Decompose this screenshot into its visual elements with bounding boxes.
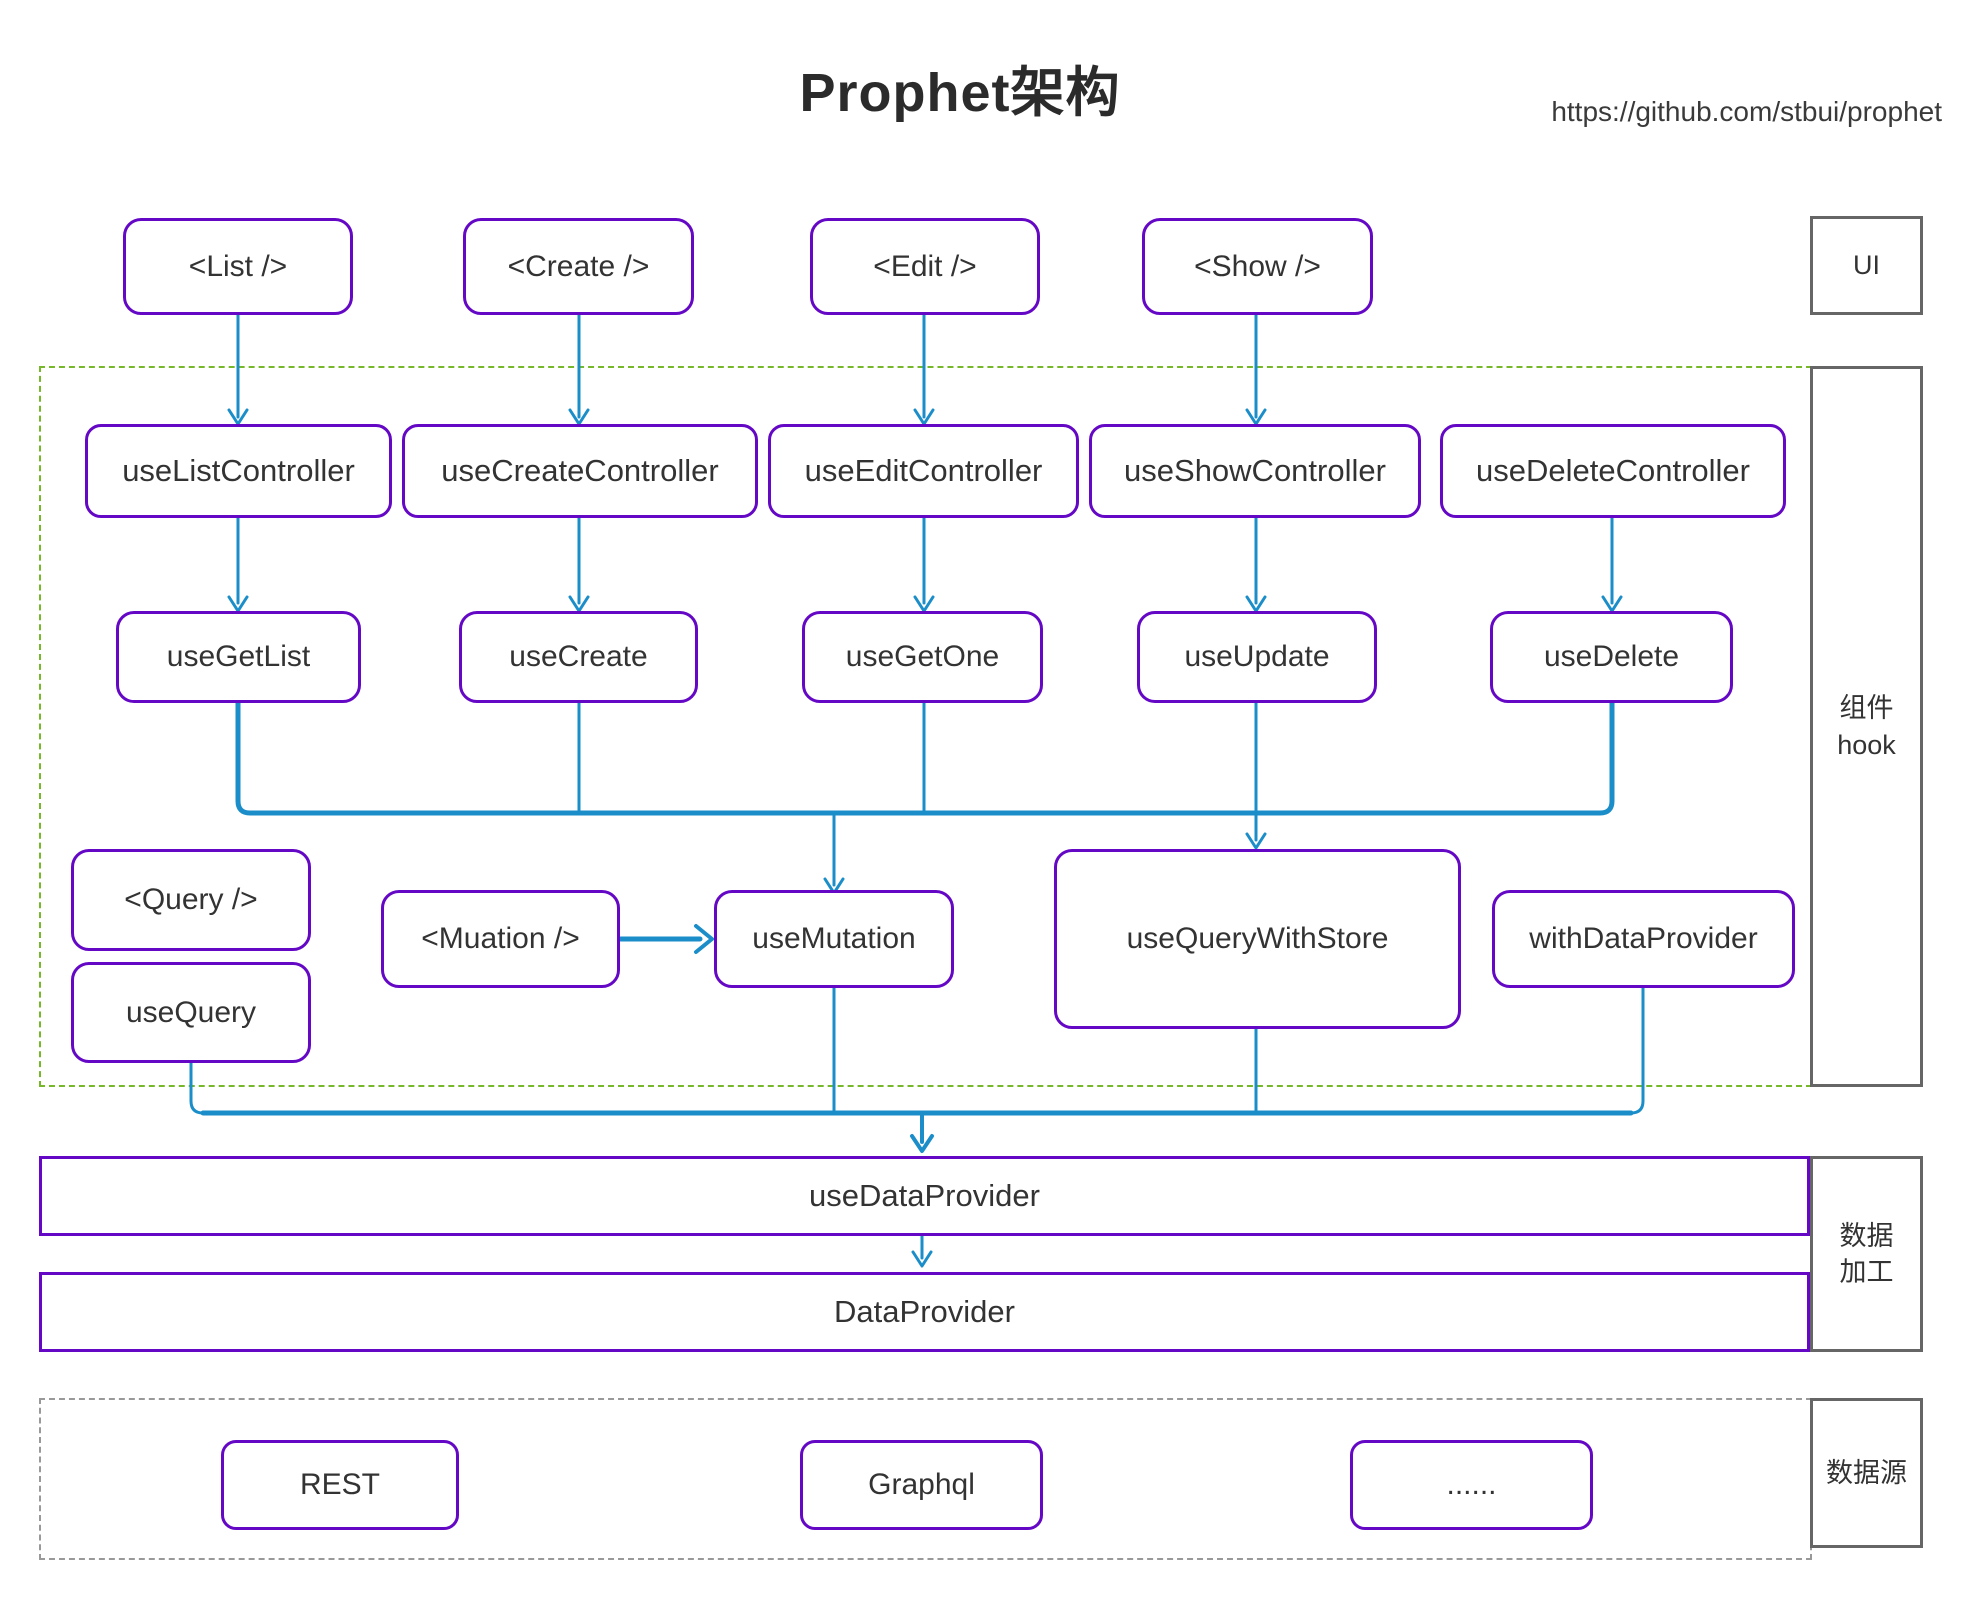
- node-create-component: <Create />: [463, 218, 694, 315]
- layer-label-data-processing-line1: 数据: [1839, 1220, 1894, 1251]
- layer-label-datasource: 数据源: [1810, 1398, 1923, 1548]
- layer-label-ui-text: UI: [1853, 250, 1880, 281]
- node-withdataprovider: withDataProvider: [1492, 890, 1795, 988]
- node-rest: REST: [221, 1440, 459, 1530]
- diagram-title: Prophet架构: [799, 63, 1121, 123]
- layer-label-data-processing: 数据 加工: [1810, 1156, 1923, 1352]
- node-uselistcontroller: useListController: [85, 424, 392, 518]
- node-usedelete: useDelete: [1490, 611, 1733, 703]
- node-usequerywithstore: useQueryWithStore: [1054, 849, 1461, 1029]
- node-graphql: Graphql: [800, 1440, 1043, 1530]
- layer-label-data-processing-line2: 加工: [1839, 1257, 1894, 1287]
- node-useupdate: useUpdate: [1137, 611, 1377, 703]
- node-other-datasource: ......: [1350, 1440, 1593, 1530]
- node-usecreatecontroller: useCreateController: [402, 424, 758, 518]
- node-query-component: <Query />: [71, 849, 311, 951]
- github-url: https://github.com/stbui/prophet: [1551, 96, 1942, 127]
- node-useshowcontroller: useShowController: [1089, 424, 1421, 518]
- node-usegetone: useGetOne: [802, 611, 1043, 703]
- bar-usedataprovider: useDataProvider: [39, 1156, 1810, 1236]
- node-list-component: <List />: [123, 218, 353, 315]
- node-usedeletecontroller: useDeleteController: [1440, 424, 1786, 518]
- layer-label-ui: UI: [1810, 216, 1923, 315]
- layer-label-hook: 组件 hook: [1810, 366, 1923, 1087]
- node-useeditcontroller: useEditController: [768, 424, 1079, 518]
- layer-label-datasource-text: 数据源: [1826, 1457, 1907, 1488]
- node-usemutation: useMutation: [714, 890, 954, 988]
- node-muation-component: <Muation />: [381, 890, 620, 988]
- node-usequery: useQuery: [71, 962, 311, 1063]
- node-show-component: <Show />: [1142, 218, 1373, 315]
- layer-label-hook-line2: hook: [1837, 729, 1896, 760]
- bar-dataprovider: DataProvider: [39, 1272, 1810, 1352]
- node-edit-component: <Edit />: [810, 218, 1040, 315]
- arrow-usedataprovider-to-dataprovider: [911, 1234, 933, 1268]
- node-usegetlist: useGetList: [116, 611, 361, 703]
- layer-label-hook-line1: 组件: [1839, 693, 1894, 724]
- node-usecreate: useCreate: [459, 611, 698, 703]
